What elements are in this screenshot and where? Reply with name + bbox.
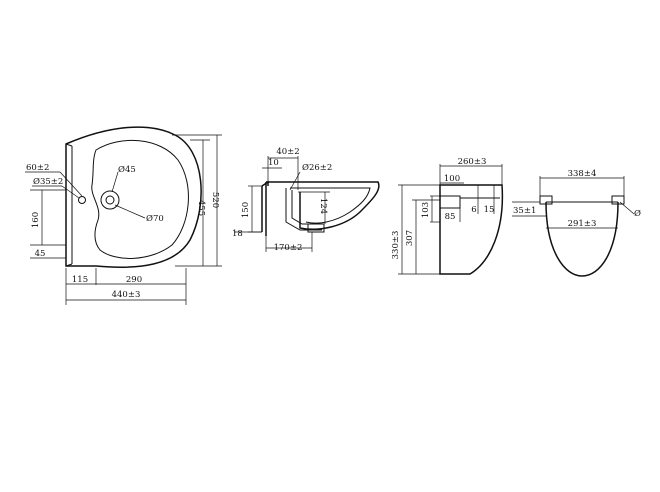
pedestal-slot — [439, 195, 461, 209]
pedestal-width-label: 260±3 — [458, 157, 487, 167]
pedestal-front-view: 338±4 291±3 35±1 Ø — [512, 169, 641, 277]
side-offset-label: 45 — [35, 249, 46, 259]
basin-outline — [65, 126, 202, 268]
front-side-height-label: 35±1 — [513, 206, 536, 216]
drain-body — [307, 223, 325, 233]
pedestal-base-label: 85 — [445, 212, 456, 222]
pedestal-small-h-label: 103 — [421, 202, 431, 218]
wall-bracket — [261, 180, 269, 236]
drain-outer — [100, 190, 120, 210]
pedestal-height-inner-label: 307 — [405, 230, 415, 246]
width-total-label: 440±3 — [112, 290, 141, 300]
top-offset-label: 60±2 — [26, 163, 49, 173]
front-hole-label: Ø — [634, 208, 641, 219]
side-height-label: 160 — [31, 212, 41, 228]
bowl-width-label: 290 — [126, 275, 142, 285]
side-height-left-label: 150 — [241, 202, 251, 218]
tap-hole — [78, 196, 86, 204]
depth-total-label: 520 — [210, 192, 220, 208]
drain-inner — [105, 195, 115, 205]
side-bottom-left-label: 18 — [232, 229, 243, 239]
back-plate — [65, 143, 73, 267]
pedestal-inner-label: 100 — [444, 174, 460, 184]
side-bottom-width-label: 170±2 — [274, 243, 303, 253]
drain-label: Ø70 — [146, 213, 164, 224]
depth-bowl-label: 455 — [196, 200, 206, 216]
front-top-width-label: 338±4 — [568, 169, 597, 179]
side-depth-label: 124 — [318, 198, 328, 214]
hole-diameter-label: Ø35±2 — [33, 176, 63, 187]
inner-bowl — [91, 139, 189, 259]
tap-hole-label: Ø45 — [118, 164, 136, 175]
pedestal-side-view: 260±3 100 330±3 307 103 85 6 15 — [391, 157, 504, 275]
basin-profile — [266, 181, 380, 230]
side-drain-label: Ø26±2 — [302, 162, 332, 173]
pedestal-15-label: 15 — [484, 205, 495, 215]
top-view: 455 520 115 290 440±3 160 45 60±2 Ø35±2 … — [25, 126, 222, 305]
pedestal-6-label: 6 — [471, 205, 476, 215]
front-bottom-width-label: 291±3 — [568, 219, 597, 229]
basin-inner — [290, 187, 371, 224]
pedestal-height-total-label: 330±3 — [391, 231, 401, 260]
left-offset-label: 115 — [72, 275, 88, 285]
side-small-offset-label: 10 — [268, 158, 279, 168]
side-view: 40±2 10 Ø26±2 150 124 18 170±2 — [232, 147, 380, 253]
side-top-dim-label: 40±2 — [276, 147, 299, 157]
pedestal-profile — [439, 184, 504, 275]
pedestal-front-outline — [545, 201, 619, 277]
